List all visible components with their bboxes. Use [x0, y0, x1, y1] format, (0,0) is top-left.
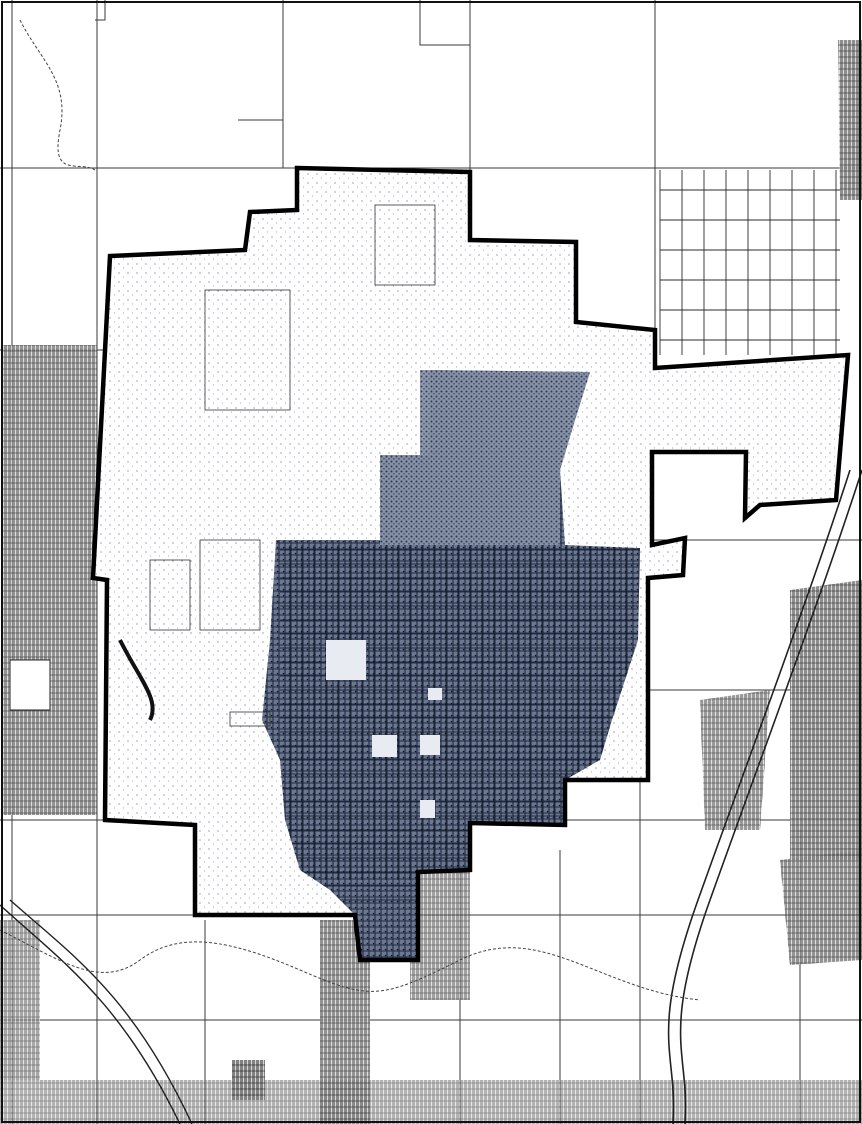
east-subdivision-3 — [780, 850, 862, 965]
southwest-subdivision — [0, 920, 40, 1080]
south-subdivision — [320, 920, 370, 1124]
northeast-subdivision — [838, 40, 862, 200]
west-subdivision — [2, 345, 97, 815]
south-edge-parcels — [0, 1080, 862, 1124]
south-block — [232, 1060, 265, 1100]
streams — [0, 19, 701, 1001]
east-subdivision-2 — [700, 690, 770, 830]
northeast-urban-extension — [380, 370, 590, 545]
park-openings — [326, 640, 442, 818]
west-inner-parcels — [118, 204, 436, 727]
west-parcel-block — [9, 659, 51, 711]
city-limits-boundary — [90, 165, 851, 963]
highway-corridor — [0, 469, 862, 1124]
northeast-parcel-strips — [659, 170, 840, 355]
east-subdivision — [790, 580, 862, 860]
